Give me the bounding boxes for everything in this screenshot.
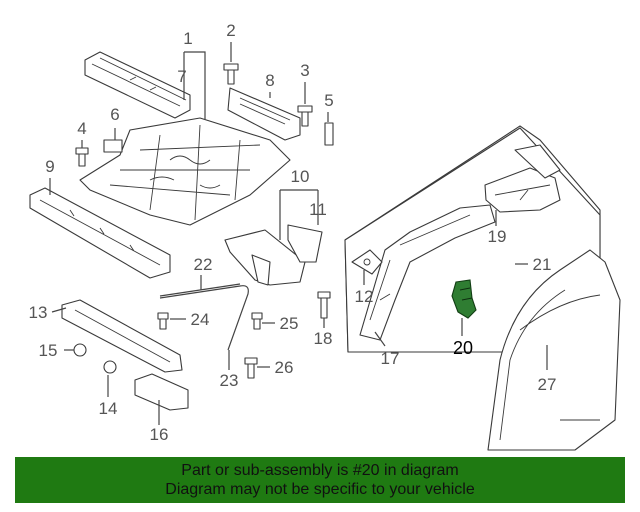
part-11-panel xyxy=(287,224,323,263)
part-22-23-tube xyxy=(159,283,249,351)
callout-18: 18 xyxy=(314,329,333,348)
callout-3: 3 xyxy=(300,61,309,80)
callout-17: 17 xyxy=(381,349,400,368)
banner-line-disclaimer: Diagram may not be specific to your vehi… xyxy=(165,481,475,498)
callout-6: 6 xyxy=(110,105,119,124)
part-13-member xyxy=(61,299,183,373)
part-8-rail xyxy=(227,87,301,141)
callout-4: 4 xyxy=(77,119,86,138)
part-10-bracket xyxy=(224,229,306,286)
callout-1: 1 xyxy=(183,29,192,48)
info-banner: Part or sub-assembly is #20 in diagram D… xyxy=(15,457,625,503)
part-16-member xyxy=(134,373,189,411)
part-19-rear-rail xyxy=(484,144,561,213)
callout-numbers: 1 2 3 4 5 6 7 8 9 10 11 12 13 14 15 16 1… xyxy=(29,21,557,444)
part-12-plate xyxy=(351,249,383,275)
callout-24: 24 xyxy=(191,310,210,329)
leader-lines xyxy=(49,42,548,425)
callout-21: 21 xyxy=(533,255,552,274)
fastener-group xyxy=(73,63,515,379)
callout-8: 8 xyxy=(265,71,274,90)
callout-7: 7 xyxy=(177,67,186,86)
callout-13: 13 xyxy=(29,303,48,322)
callout-20: 20 xyxy=(453,338,473,358)
callout-5: 5 xyxy=(324,91,333,110)
callout-19: 19 xyxy=(488,227,507,246)
callout-2: 2 xyxy=(226,21,235,40)
part-7-cross-rail xyxy=(84,51,191,119)
part-1-floor-pan xyxy=(79,117,291,226)
callout-16: 16 xyxy=(150,425,169,444)
part-27-wheelhouse xyxy=(487,249,621,451)
callout-26: 26 xyxy=(275,358,294,377)
part-17-rail-assembly xyxy=(359,204,496,341)
callout-10: 10 xyxy=(291,167,310,186)
callout-22: 22 xyxy=(194,255,213,274)
callout-12: 12 xyxy=(355,287,374,306)
callout-27: 27 xyxy=(538,375,557,394)
part-20-highlighted xyxy=(451,279,477,319)
callout-25: 25 xyxy=(280,314,299,333)
parts-diagram: 1 2 3 4 5 6 7 8 9 10 11 12 13 14 15 16 1… xyxy=(29,21,621,451)
callout-11: 11 xyxy=(309,200,327,219)
callout-23: 23 xyxy=(220,371,239,390)
part-9-crossmember xyxy=(29,187,171,279)
callout-9: 9 xyxy=(45,157,54,176)
callout-14: 14 xyxy=(99,399,118,418)
callout-15: 15 xyxy=(39,341,58,360)
banner-line-part-number: Part or sub-assembly is #20 in diagram xyxy=(181,462,459,479)
